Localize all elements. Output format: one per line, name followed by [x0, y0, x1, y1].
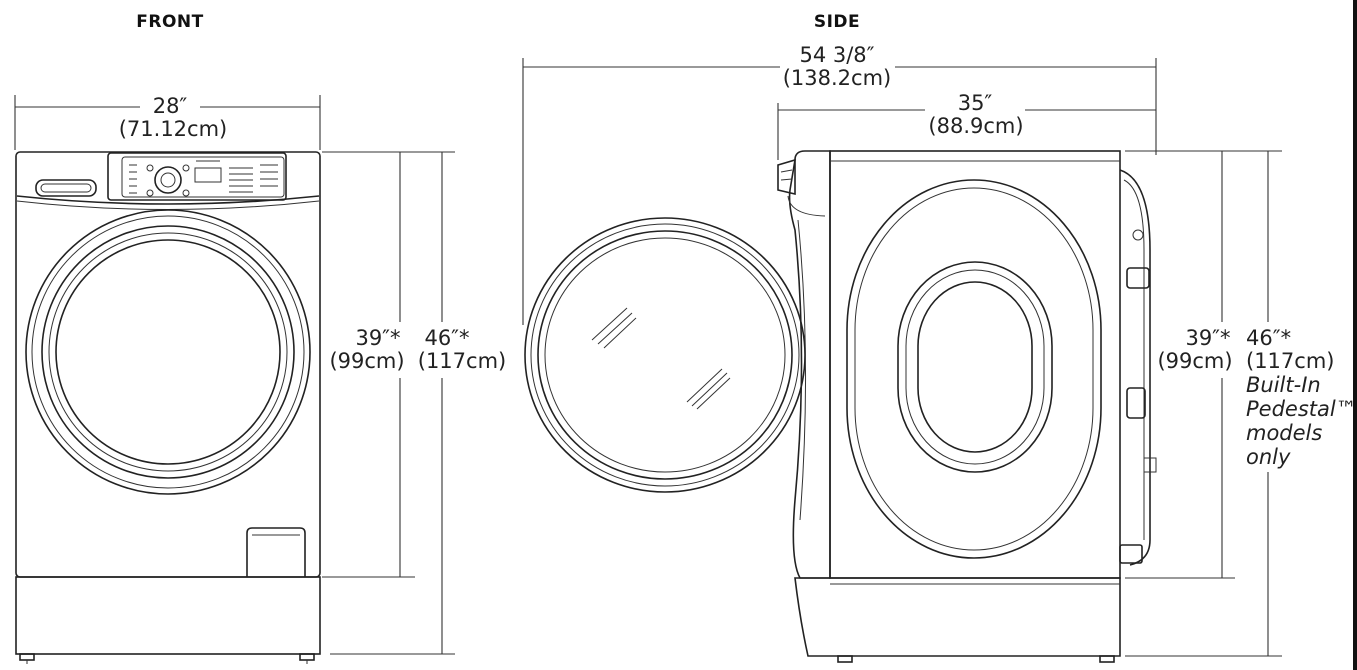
front-height-46-cm: (117cm) — [418, 349, 506, 373]
side-foot-front — [837, 655, 853, 663]
front-height-39-dimension: 39″* (99cm) — [322, 151, 415, 578]
front-height-39-inches: 39″* — [355, 326, 400, 350]
side-depth-inches: 35″ — [958, 91, 993, 115]
side-height-46-cm: (117cm) — [1246, 349, 1334, 373]
front-width-inches: 28″ — [153, 94, 188, 118]
rear-hoses — [1119, 169, 1157, 566]
detergent-drawer-profile — [777, 158, 796, 196]
front-width-dimension: 28″ (71.12cm) — [14, 94, 321, 150]
display-window — [194, 167, 222, 183]
front-door — [25, 209, 311, 495]
control-panel — [107, 152, 287, 201]
front-width-cm: (71.12cm) — [119, 117, 228, 141]
front-pedestal — [15, 576, 321, 655]
side-height-39-inches: 39″* — [1185, 326, 1230, 350]
side-open-door — [524, 217, 806, 493]
side-depth-dimension: 35″ (88.9cm) — [777, 91, 1156, 160]
front-height-46-inches: 46″* — [424, 326, 469, 350]
front-view: FRONT 28″ (71.12cm) — [14, 12, 506, 664]
front-foot-right — [299, 653, 315, 661]
side-washer-cabinet — [777, 150, 1157, 663]
side-depth-cm: (88.9cm) — [928, 114, 1023, 138]
pedestal-note-line-3: models — [1246, 421, 1322, 445]
front-washer-cabinet — [15, 151, 321, 664]
glass-reflection-icon — [591, 307, 731, 410]
side-height-46-dimension: 46″* (117cm) Built-In Pedestal™ models o… — [1125, 150, 1357, 657]
side-height-46-inches: 46″* — [1246, 326, 1291, 350]
front-foot-left — [19, 653, 35, 661]
detergent-drawer-handle — [35, 179, 97, 197]
side-height-39-dimension: 39″* (99cm) — [1125, 150, 1235, 579]
side-depth-open-inches: 54 3/8″ — [799, 43, 874, 67]
side-view: SIDE 54 3/8″ (138.2cm) 35″ (88.9cm) — [522, 12, 1357, 663]
front-view-title: FRONT — [136, 12, 203, 32]
window-edge — [1353, 0, 1357, 670]
pump-filter-door — [246, 527, 306, 577]
cycle-knob — [154, 166, 182, 194]
pedestal-note-line-4: only — [1246, 445, 1291, 469]
side-pedestal — [794, 577, 1121, 657]
side-view-title: SIDE — [814, 12, 860, 32]
front-height-46-dimension: 46″* (117cm) — [330, 151, 506, 655]
side-depth-open-cm: (138.2cm) — [783, 66, 892, 90]
pedestal-note-line-1: Built-In — [1246, 373, 1321, 397]
side-foot-rear — [1099, 655, 1115, 663]
side-depth-door-open-dimension: 54 3/8″ (138.2cm) — [522, 43, 1157, 325]
pedestal-note-line-2: Pedestal™ — [1246, 397, 1357, 421]
front-height-39-cm: (99cm) — [329, 349, 404, 373]
side-height-39-cm: (99cm) — [1157, 349, 1232, 373]
